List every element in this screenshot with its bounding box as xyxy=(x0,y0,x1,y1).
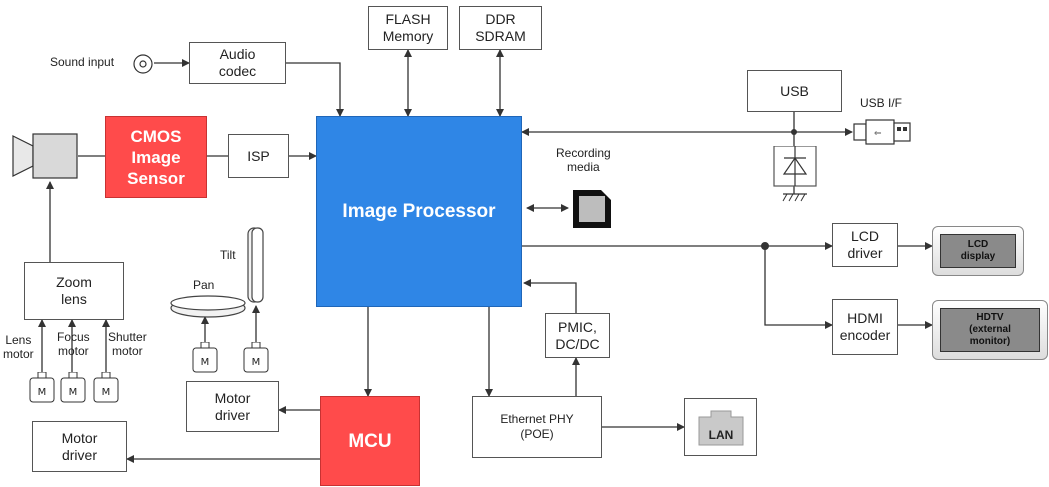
pan-label: Pan xyxy=(193,278,215,292)
recording-media-label: Recording media xyxy=(556,146,611,174)
lcd-driver-block: LCD driver xyxy=(832,223,898,267)
cmos-image-sensor-block: CMOS Image Sensor xyxy=(105,116,207,198)
motor-driver-lens-block: Motor driver xyxy=(32,421,127,472)
motor-icon: M xyxy=(93,372,119,403)
diode-icon xyxy=(773,146,817,187)
usb-if-label: USB I/F xyxy=(860,96,903,110)
svg-text:⇐: ⇐ xyxy=(874,129,882,139)
hdmi-encoder-block: HDMI encoder xyxy=(832,299,898,355)
usb-block: USB xyxy=(747,70,842,112)
camera-icon xyxy=(12,133,78,179)
flash-memory-block: FLASH Memory xyxy=(368,6,448,50)
ddr-sdram-block: DDR SDRAM xyxy=(459,6,542,50)
motor-driver-pan-tilt-block: Motor driver xyxy=(186,381,279,432)
pmic-dcdc-block: PMIC, DC/DC xyxy=(545,313,610,358)
lan-port-icon: LAN xyxy=(698,410,744,446)
mcu-block: MCU xyxy=(320,396,420,486)
shutter-motor-label: Shutter motor xyxy=(108,330,147,358)
lcd-display-label: LCD display xyxy=(940,234,1016,268)
pan-tilt-mechanism xyxy=(170,227,264,318)
audio-codec-block: Audio codec xyxy=(189,42,286,84)
hdtv-monitor: HDTV (external monitor) xyxy=(932,300,1048,360)
isp-block: ISP xyxy=(228,134,289,178)
usb-plug-icon: ⇐ xyxy=(853,119,911,145)
motor-icon: M xyxy=(60,372,86,403)
motor-m-label: M xyxy=(38,387,47,398)
tilt-label: Tilt xyxy=(220,248,236,262)
motor-m-label: M xyxy=(201,357,210,368)
zoom-lens-block: Zoom lens xyxy=(24,262,124,320)
ethernet-phy-block: Ethernet PHY (POE) xyxy=(472,396,602,458)
hdtv-label: HDTV (external monitor) xyxy=(940,308,1040,352)
ground-icon xyxy=(782,193,807,202)
motor-icon: M xyxy=(29,372,55,403)
image-processor-block: Image Processor xyxy=(316,116,522,307)
motor-m-label: M xyxy=(252,357,261,368)
lens-motor-label: Lens motor xyxy=(3,333,34,361)
focus-motor-label: Focus motor xyxy=(57,330,90,358)
motor-icon: M xyxy=(192,342,218,373)
motor-icon: M xyxy=(243,342,269,373)
sound-input-label: Sound input xyxy=(50,55,115,69)
lcd-display: LCD display xyxy=(932,226,1024,276)
motor-m-label: M xyxy=(69,387,78,398)
speaker-jack-icon xyxy=(133,54,153,74)
motor-m-label: M xyxy=(102,387,111,398)
lan-box: LAN xyxy=(684,398,757,456)
sd-card-icon xyxy=(573,190,611,228)
lan-label: LAN xyxy=(709,428,734,442)
